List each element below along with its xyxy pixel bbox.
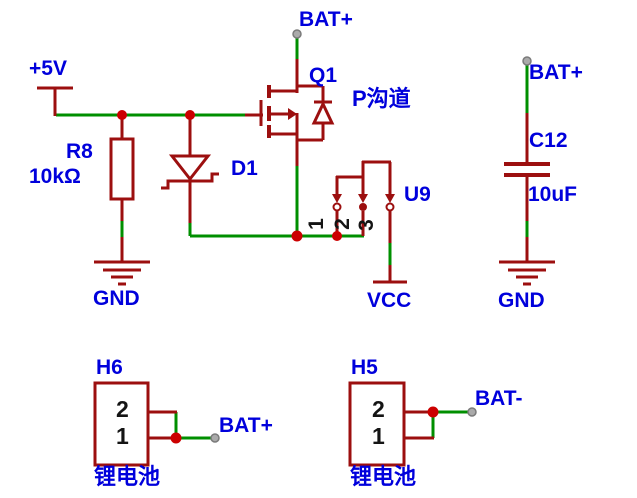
net-label-batminus-h5: BAT- xyxy=(475,387,523,410)
junction-dots xyxy=(117,110,439,444)
pin1-circle xyxy=(332,202,342,212)
value-c12: 10uF xyxy=(528,183,578,206)
h6-pin1-number: 1 xyxy=(116,423,129,449)
gnd-label-right: GND xyxy=(498,289,545,312)
designator-h5: H5 xyxy=(351,356,378,379)
junction-dot xyxy=(332,231,342,241)
designator-u9: U9 xyxy=(404,183,431,206)
u9-pin1-number: 1 xyxy=(305,218,328,230)
junction-dot xyxy=(170,432,182,444)
net-pin xyxy=(210,433,220,443)
jumper-header-symbol[interactable] xyxy=(332,160,395,236)
junction-dot xyxy=(117,110,127,120)
designator-h6: H6 xyxy=(96,356,123,379)
pmos-transistor-symbol[interactable] xyxy=(259,84,335,142)
pin-arrow-icon xyxy=(385,194,395,203)
net-pin xyxy=(522,56,532,66)
designator-c12: C12 xyxy=(529,129,568,152)
resistor-symbol[interactable] xyxy=(109,137,135,201)
q1-type-note: P沟道 xyxy=(352,86,411,111)
h6-pin2-number: 2 xyxy=(116,396,129,422)
caption-h6: 锂电池 xyxy=(94,464,161,489)
net-wires xyxy=(56,37,529,440)
pin-arrow-icon xyxy=(358,194,368,203)
power-label-vcc: VCC xyxy=(367,289,412,312)
designator-q1: Q1 xyxy=(309,64,338,87)
value-r8: 10kΩ xyxy=(29,165,81,188)
mosfet-arrow-icon xyxy=(288,108,297,120)
h5-pin1-number: 1 xyxy=(372,423,385,449)
pin3-circle xyxy=(385,202,395,212)
gnd-label-left: GND xyxy=(93,287,140,310)
gnd-symbol-right xyxy=(499,260,555,286)
connector-h5-symbol[interactable] xyxy=(348,381,406,467)
connector-h6-symbol[interactable] xyxy=(93,381,150,467)
junction-dot xyxy=(427,406,439,418)
capacitor-symbol[interactable] xyxy=(504,162,550,177)
zener-diode-symbol[interactable] xyxy=(161,154,219,190)
net-label-batplus-top: BAT+ xyxy=(299,8,353,31)
designator-r8: R8 xyxy=(66,140,93,163)
pin2-circle xyxy=(359,203,367,211)
gnd-symbol-left xyxy=(94,260,150,286)
junction-dot xyxy=(291,230,303,242)
body-diode-icon xyxy=(311,100,335,125)
net-pin xyxy=(467,407,477,417)
u9-pin2-number: 2 xyxy=(331,218,354,230)
net-label-batplus-h6: BAT+ xyxy=(219,414,273,437)
net-pin xyxy=(292,29,302,39)
pin-arrow-icon xyxy=(332,194,342,203)
junction-dot xyxy=(185,110,195,120)
caption-h5: 锂电池 xyxy=(350,464,417,489)
designator-d1: D1 xyxy=(231,157,258,180)
power-label-plus5v: +5V xyxy=(29,57,67,80)
net-label-batplus-right: BAT+ xyxy=(529,61,583,84)
net-pins xyxy=(210,29,532,443)
u9-pin3-number: 3 xyxy=(355,219,378,231)
h5-pin2-number: 2 xyxy=(372,396,385,422)
